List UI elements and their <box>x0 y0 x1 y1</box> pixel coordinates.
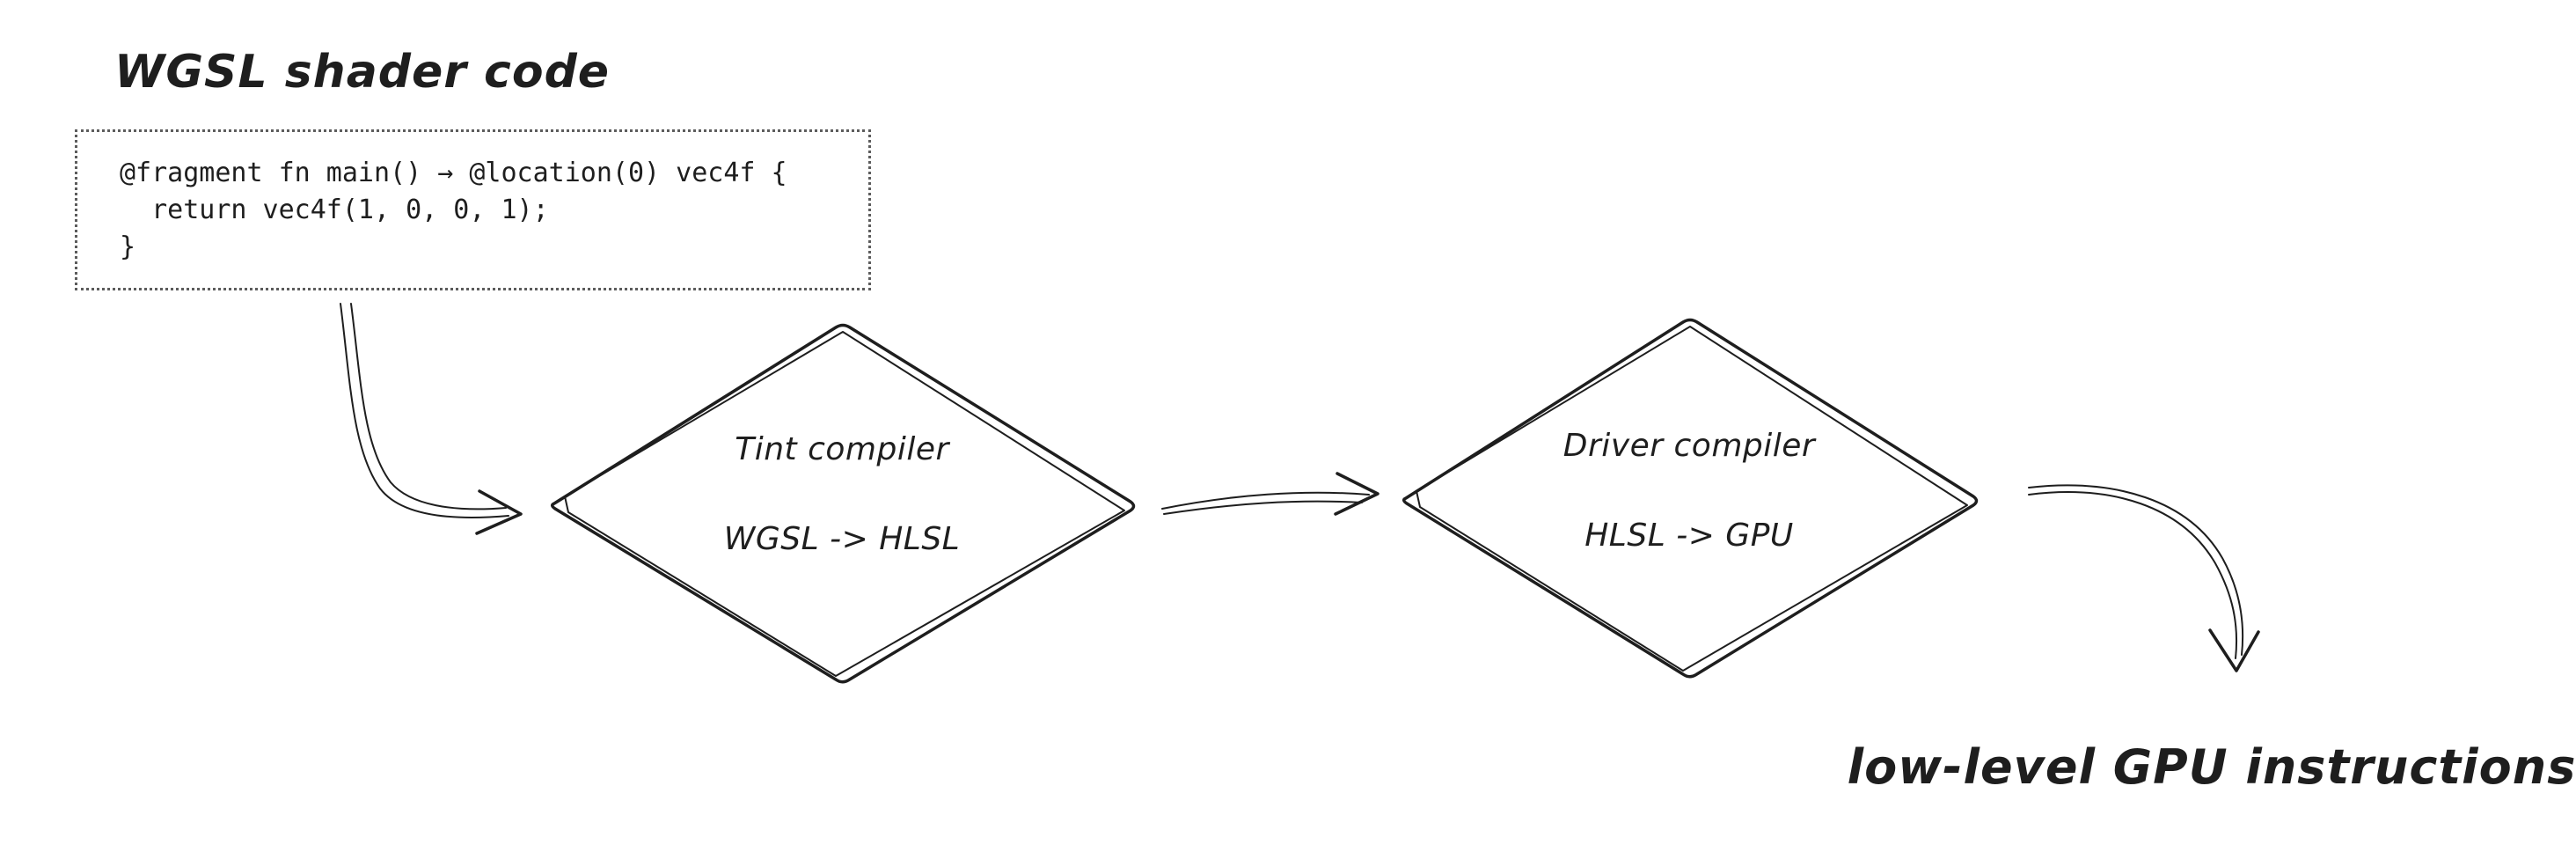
tint-compiler-diamond <box>551 323 1136 684</box>
arrowhead-icon <box>2208 628 2260 672</box>
driver-compiler-diamond <box>1402 318 1979 679</box>
arrow-driver-to-output <box>2028 484 2260 672</box>
arrowhead-icon <box>475 489 523 535</box>
tint-compiler-sublabel: WGSL -> HLSL <box>723 521 961 557</box>
arrowhead-icon <box>1334 472 1379 516</box>
code-line-3: } <box>120 231 136 262</box>
code-block: @fragment fn main() → @location(0) vec4f… <box>75 129 871 290</box>
output-label: low-level GPU instructions <box>1847 739 2576 795</box>
arrow-tint-to-driver <box>1161 472 1379 516</box>
tint-compiler-label: Tint compiler <box>735 431 949 467</box>
driver-compiler-label: Driver compiler <box>1562 428 1816 464</box>
diagram-title: WGSL shader code <box>114 46 611 99</box>
code-line-2: return vec4f(1, 0, 0, 1); <box>120 195 549 225</box>
code-line-1: @fragment fn main() → @location(0) vec4f… <box>120 158 787 188</box>
driver-compiler-sublabel: HLSL -> GPU <box>1584 518 1794 554</box>
arrow-code-to-tint <box>340 303 523 535</box>
